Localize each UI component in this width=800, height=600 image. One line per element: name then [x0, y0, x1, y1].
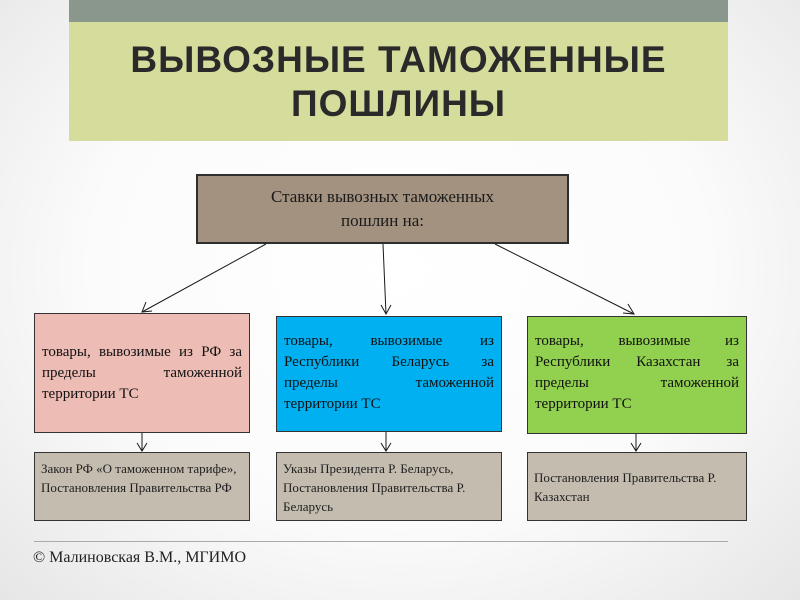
arrowhead-kazakhstan [622, 303, 635, 315]
category-kazakhstan: товары, вывозимые из Республики Казахста… [527, 316, 747, 434]
category-belarus: товары, вывозимые из Республики Беларусь… [276, 316, 502, 432]
arrowhead-belarus [380, 304, 392, 316]
legal-basis-rf-text: Закон РФ «О таможенном тарифе», Постанов… [41, 461, 237, 495]
header-strip [69, 0, 728, 22]
root-line-2: пошлин на: [341, 211, 424, 230]
category-belarus-text: товары, вывозимые из Республики Беларусь… [284, 333, 494, 412]
title-line-1: ВЫВОЗНЫЕ ТАМОЖЕННЫЕ [130, 38, 667, 80]
footer-divider [34, 541, 728, 542]
legal-basis-kazakhstan: Постановления Правительства Р. Казахстан [527, 452, 747, 521]
legal-basis-belarus-text: Указы Президента Р. Беларусь, Постановле… [283, 461, 466, 514]
arrowhead-belarus-law [380, 442, 392, 452]
legal-basis-belarus: Указы Президента Р. Беларусь, Постановле… [276, 452, 502, 521]
arrow-root-to-belarus [382, 243, 387, 315]
root-node: Ставки вывозных таможенных пошлин на: [196, 174, 569, 244]
arrow-root-to-kazakhstan [494, 243, 635, 315]
slide-title: ВЫВОЗНЫЕ ТАМОЖЕННЫЕ ПОШЛИНЫ [69, 22, 728, 141]
root-line-1: Ставки вывозных таможенных [271, 187, 494, 206]
arrow-root-to-rf [141, 243, 267, 313]
arrowhead-rf [141, 301, 153, 313]
arrowhead-kazakhstan-law [630, 442, 642, 452]
category-rf-text: товары, вывозимые из РФ за пределы тамож… [42, 343, 242, 402]
legal-basis-kazakhstan-text: Постановления Правительства Р. Казахстан [534, 469, 717, 504]
legal-basis-rf: Закон РФ «О таможенном тарифе», Постанов… [34, 452, 250, 521]
arrowhead-rf-law [136, 442, 148, 452]
category-kazakhstan-text: товары, вывозимые из Республики Казахста… [535, 333, 739, 412]
category-rf: товары, вывозимые из РФ за пределы тамож… [34, 313, 250, 433]
copyright-text: © Малиновская В.М., МГИМО [33, 549, 246, 566]
title-line-2: ПОШЛИНЫ [290, 82, 507, 124]
